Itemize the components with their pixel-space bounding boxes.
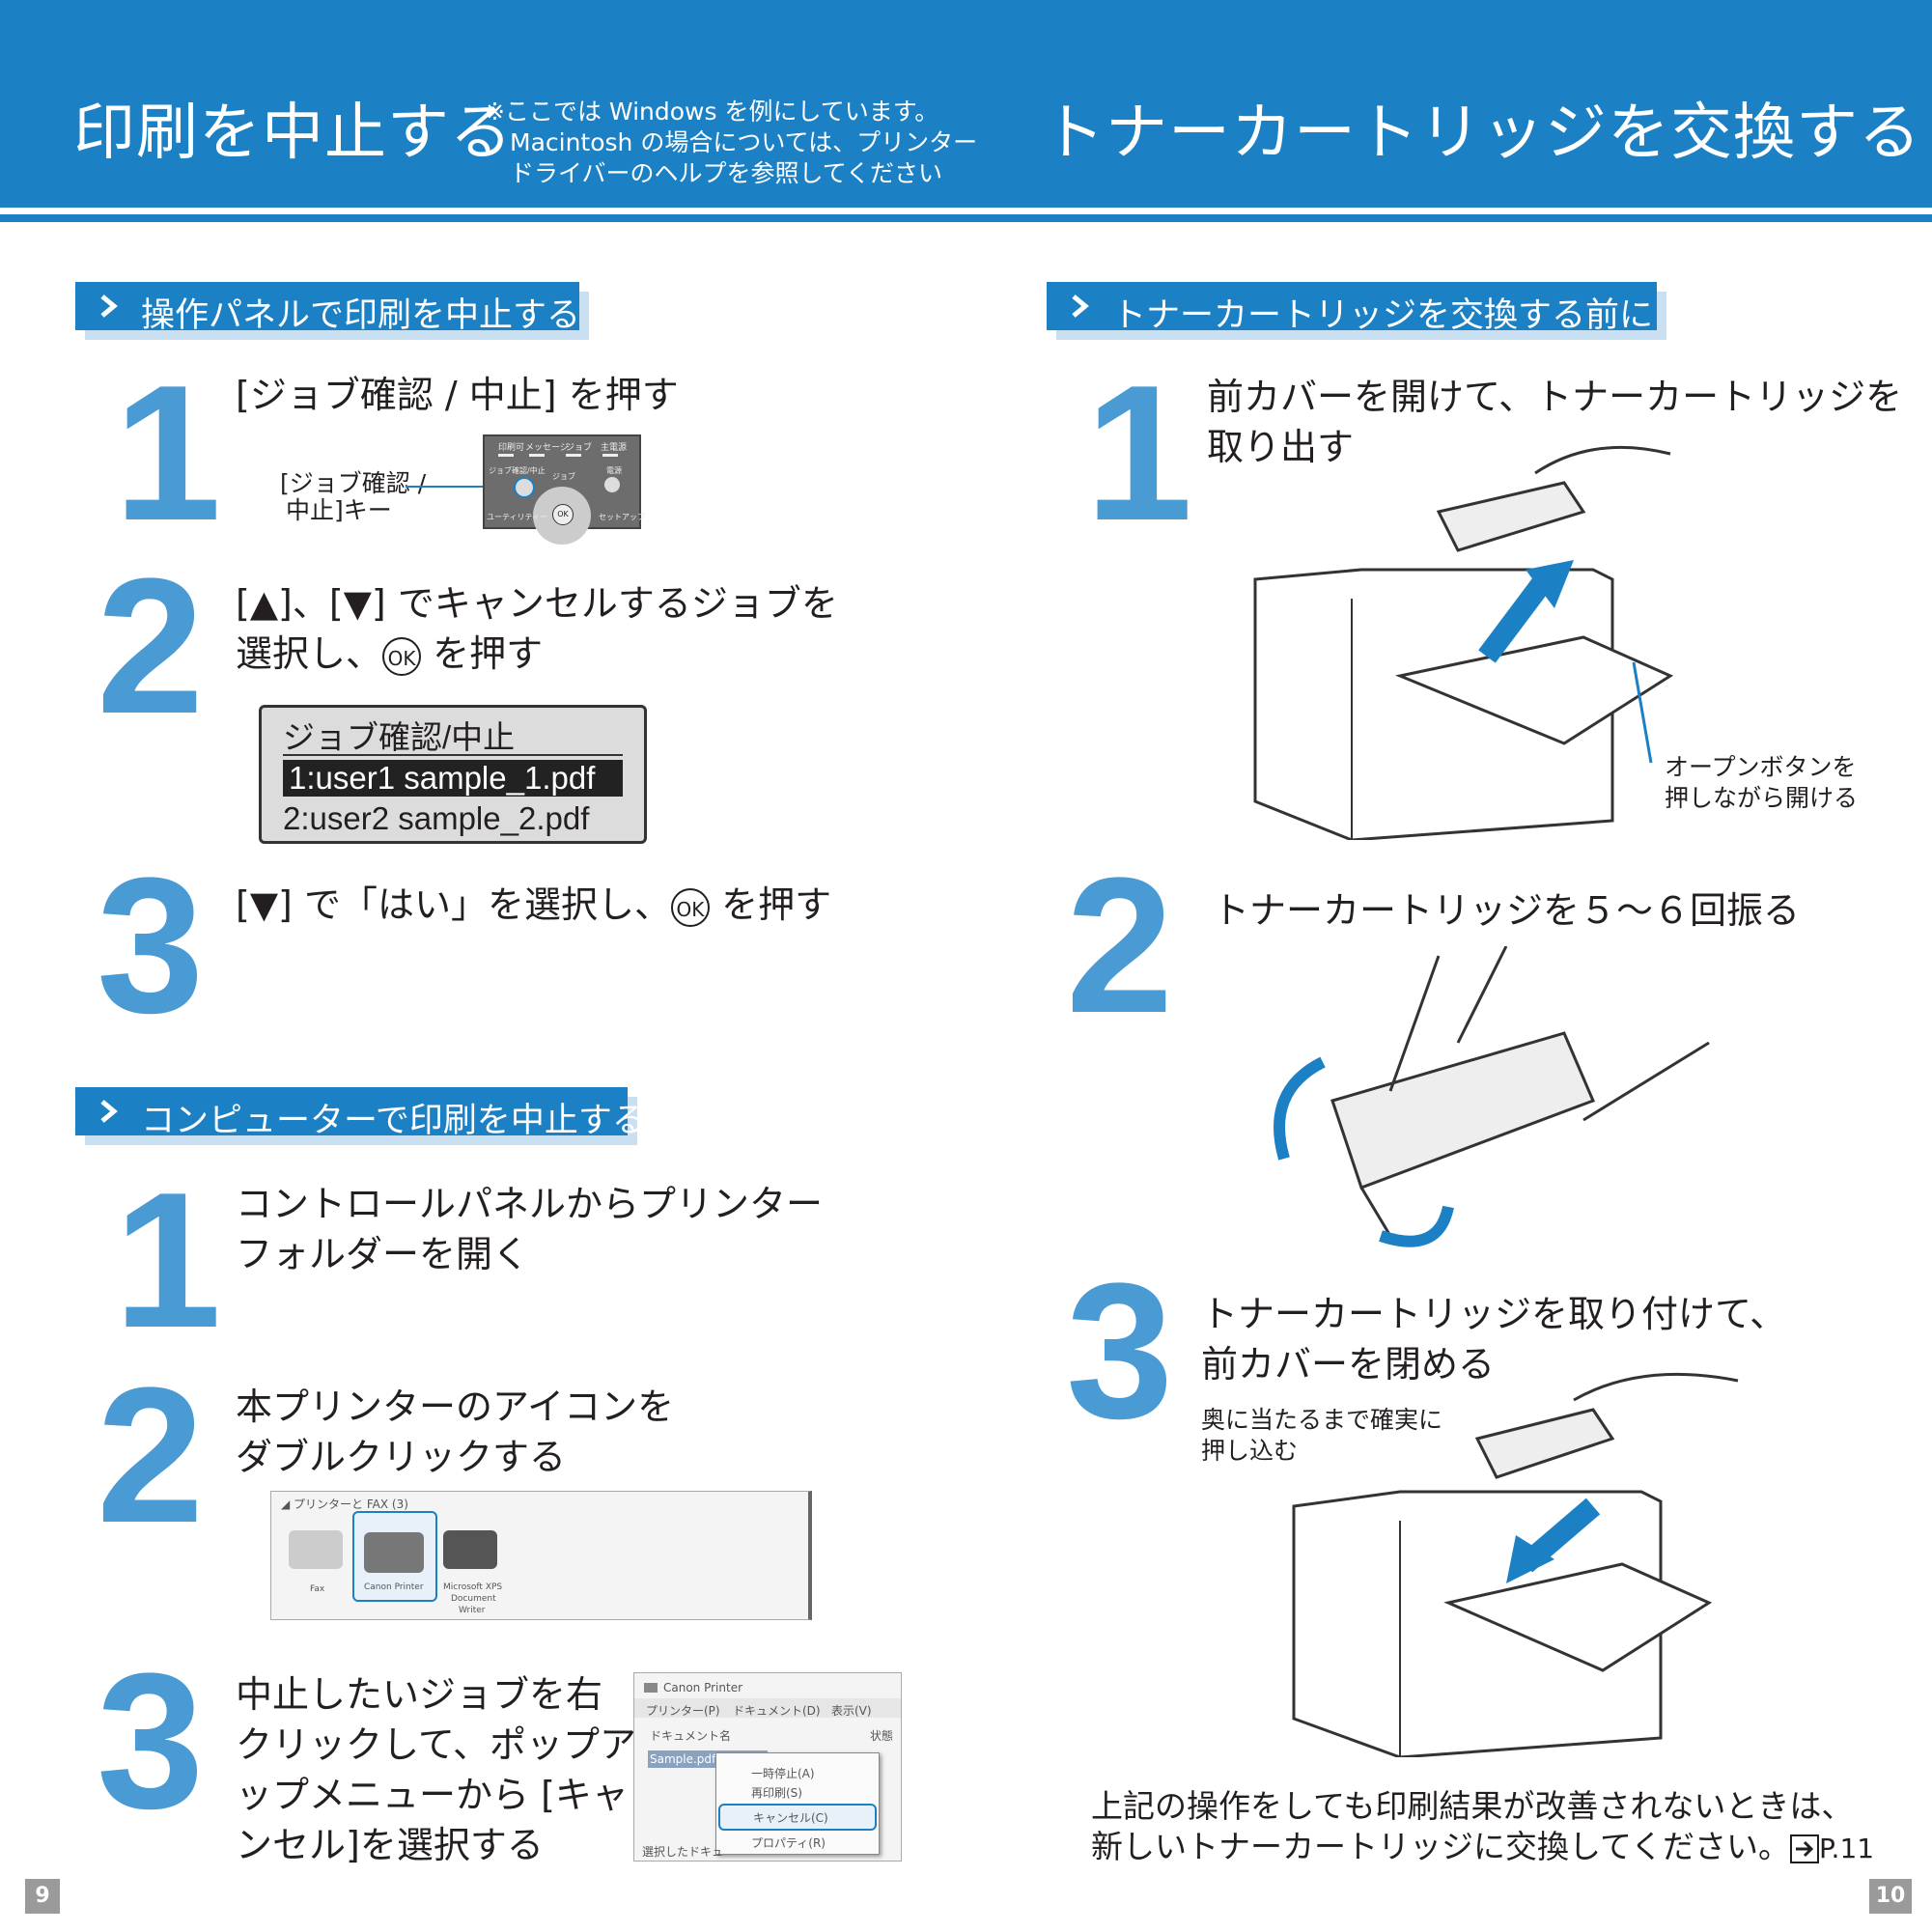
page-reference-link[interactable]: P.11 [1819,1833,1875,1864]
job-cancel-key[interactable] [514,477,535,498]
step-text: フォルダーを開く [236,1233,530,1275]
step-number: 2 [97,539,205,754]
arrow-reference-icon [1790,1834,1820,1863]
step-text: 選択し、OK を押す [236,632,544,676]
step-text: 取り出す [1207,426,1355,468]
shake-cartridge-illustration [1274,946,1710,1247]
step-text: ンセル]を選択する [236,1824,544,1866]
header-rule [0,214,1932,222]
step-number: 1 [114,1153,222,1368]
lcd-title: ジョブ確認/中止 [283,719,516,755]
step-text: 中止したいジョブを右 [236,1673,603,1716]
section-computer-cancel: コンピューターで印刷を中止する [75,1087,646,1140]
section-before-replace: トナーカートリッジを交換する前に [1047,282,1657,335]
step-text: [▼] で「はい」を選択し、OK を押す [236,883,832,927]
xps-printer-icon[interactable] [443,1530,497,1569]
step-text: コントロールパネルからプリンター [236,1183,824,1225]
context-menu: 一時停止(A) 再印刷(S) キャンセル(C) プロパティ(R) [715,1752,880,1855]
right-page-title: トナーカートリッジを交換する [1043,98,1921,169]
menu-item-pause[interactable]: 一時停止(A) [751,1767,815,1780]
callout-text: 押し込む [1201,1437,1299,1465]
step-number: 3 [97,838,205,1053]
menu-item-restart[interactable]: 再印刷(S) [751,1786,802,1800]
callout-leader [406,486,521,488]
callout-text: 中止]キー [286,496,392,524]
step-number: 1 [1085,346,1193,561]
step-number: 1 [114,346,222,561]
lcd-display: ジョブ確認/中止 1:user1 sample_1.pdf 2:user2 sa… [259,705,647,844]
section-label: 操作パネルで印刷を中止する [141,296,581,335]
step-text: トナーカートリッジを５～６回振る [1213,889,1801,932]
callout-text: 奥に当たるまで確実に [1201,1406,1443,1434]
canon-printer-icon[interactable] [352,1511,437,1602]
step-text: クリックして、ポップア [236,1723,636,1766]
chevron-right-icon [100,1100,118,1123]
step-number: 3 [97,1634,205,1849]
chevron-right-icon [1072,294,1089,318]
page-number-left: 9 [25,1879,60,1914]
step-text: 前カバーを閉める [1201,1343,1496,1386]
printer-folder-screenshot: ◢ プリンターと FAX (3) Fax Canon Printer Micro… [270,1491,812,1620]
fax-printer-icon[interactable] [289,1530,343,1569]
ok-key[interactable]: OK [552,504,574,525]
step-text: [ジョブ確認 / 中止] を押す [236,374,679,416]
menu-printer[interactable]: プリンター(P) [646,1704,720,1718]
menu-item-properties[interactable]: プロパティ(R) [751,1836,826,1850]
menu-item-cancel[interactable]: キャンセル(C) [718,1804,877,1831]
footer-note: 新しいトナーカートリッジに交換してください。P.11 [1091,1828,1875,1865]
step-text: 前カバーを開けて、トナーカートリッジを [1207,376,1903,418]
step-text: 本プリンターのアイコンを [236,1386,675,1428]
left-page-title: 印刷を中止する [73,98,513,169]
callout-text: 押しながら開ける [1665,784,1859,812]
step-text: ダブルクリックする [236,1436,567,1478]
section-panel-cancel: 操作パネルで印刷を中止する [75,282,580,335]
step-text: [▲]、[▼] でキャンセルするジョブを [236,582,838,625]
section-label: コンピューターで印刷を中止する [141,1102,646,1140]
ok-button-icon: OK [670,887,710,927]
callout-text: オープンボタンを [1665,753,1857,781]
lcd-selected-row: 1:user1 sample_1.pdf [283,760,623,797]
step-number: 2 [1066,838,1174,1053]
callout-text: [ジョブ確認 / [280,469,427,497]
chevron-right-icon [100,294,118,318]
header-band [0,0,1932,208]
menu-document[interactable]: ドキュメント(D) [733,1704,821,1718]
printer-icon [644,1683,658,1693]
header-note-1: ※ここでは Windows を例にしています。 [485,98,939,126]
print-queue-screenshot: Canon Printer プリンター(P) ドキュメント(D) 表示(V) ド… [633,1672,902,1862]
power-icon[interactable] [604,477,620,492]
install-cartridge-illustration [1292,1372,1739,1757]
control-panel-image: 印刷可 メッセージ ジョブ 主電源 ジョブ確認/中止 ジョブ 電源 OK ユーテ… [483,434,645,545]
section-label: トナーカートリッジを交換する前に [1112,296,1654,335]
header-note-2: Macintosh の場合については、プリンター [510,128,978,156]
printer-open-cover-illustration [1253,445,1674,840]
ok-button-icon: OK [382,636,422,676]
page-number-right: 10 [1869,1879,1912,1914]
step-number: 2 [97,1348,205,1563]
step-text: ップメニューから [キャ [236,1774,629,1816]
footer-note: 上記の操作をしても印刷結果が改善されないときは、 [1091,1787,1854,1825]
step-text: トナーカートリッジを取り付けて、 [1201,1293,1787,1335]
step-number: 3 [1066,1244,1174,1459]
lcd-row: 2:user2 sample_2.pdf [283,800,590,836]
menu-view[interactable]: 表示(V) [831,1704,872,1718]
header-note-3: ドライバーのヘルプを参照してください [510,159,943,187]
